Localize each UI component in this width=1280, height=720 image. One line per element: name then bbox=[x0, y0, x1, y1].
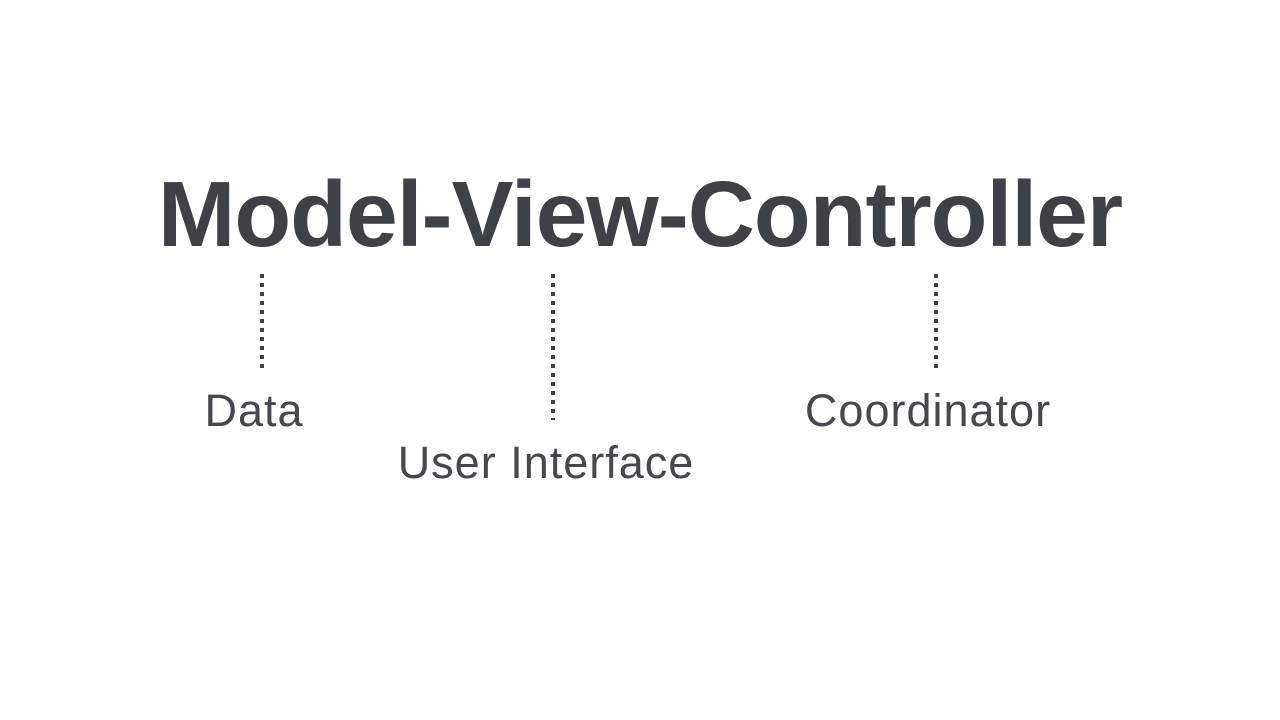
model-label: Data bbox=[204, 385, 304, 436]
view-dotted-connector bbox=[551, 274, 555, 420]
model-dotted-connector bbox=[260, 274, 264, 368]
controller-dotted-connector bbox=[934, 274, 938, 368]
controller-label: Coordinator bbox=[804, 385, 1052, 436]
diagram-title: Model-View-Controller bbox=[157, 162, 1123, 266]
view-label: User Interface bbox=[397, 437, 695, 488]
